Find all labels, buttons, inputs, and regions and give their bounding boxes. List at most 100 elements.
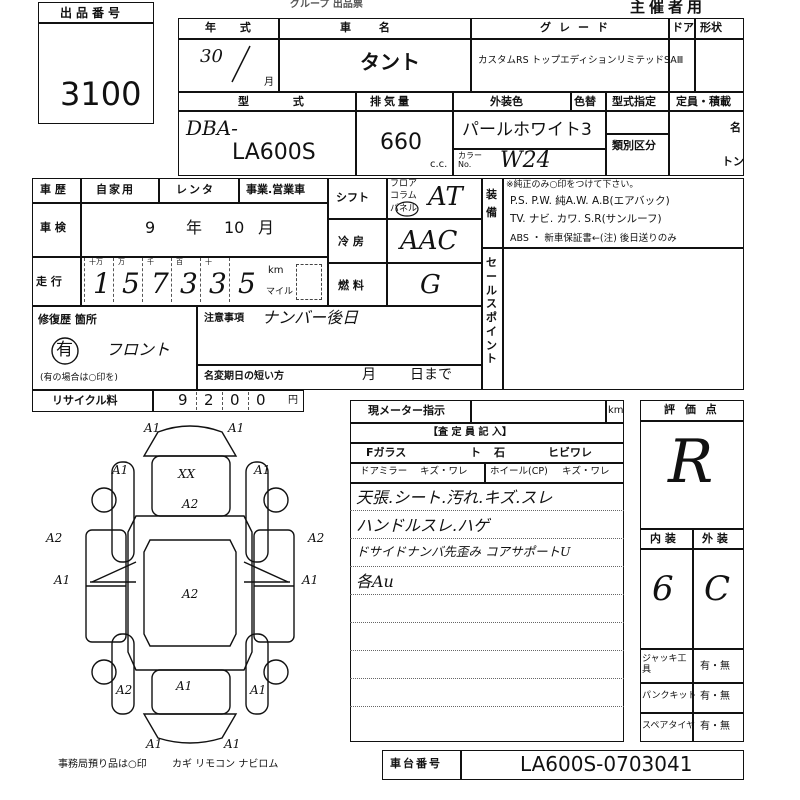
inspector-rule bbox=[350, 622, 624, 623]
mileage-place-label: 百 bbox=[176, 258, 183, 266]
inspector-header: 【査 定 員 記 入】 bbox=[428, 427, 512, 438]
model-label: 型 式 bbox=[238, 95, 324, 108]
damage-mark: A1 bbox=[175, 679, 192, 693]
history-private: 自家用 bbox=[96, 183, 135, 196]
inspection-month: 10 bbox=[224, 218, 245, 237]
roof-outline bbox=[143, 539, 237, 647]
mileage-digit: 7 bbox=[151, 267, 169, 300]
exterior-color-label: 外装色 bbox=[490, 95, 523, 108]
recycle-digit: 2 bbox=[204, 391, 214, 409]
equipment-block bbox=[482, 178, 744, 248]
shape-label: 形状 bbox=[700, 21, 722, 34]
shift-panel-circle bbox=[395, 201, 419, 217]
color-no-value: W24 bbox=[500, 148, 551, 173]
mileage-place-label: 十万 bbox=[89, 258, 103, 266]
damage-mark: A1 bbox=[145, 737, 162, 751]
puncture-kit-options: 有・無 bbox=[700, 691, 730, 702]
equipment-label: 装備 bbox=[486, 188, 497, 219]
recycle-digit-separator bbox=[248, 392, 249, 410]
caution-value: ナンバー後日 bbox=[262, 308, 359, 327]
lot-number-label: 出品番号 bbox=[60, 6, 125, 20]
vehicle-row-1 bbox=[178, 18, 744, 92]
fglass-label: Fガラス bbox=[366, 446, 407, 459]
repair-block bbox=[32, 306, 482, 390]
interior-label: 内 装 bbox=[650, 532, 676, 545]
damage-mark: A1 bbox=[223, 737, 240, 751]
vehicle-row-2 bbox=[178, 92, 744, 176]
puncture-kit-label: パンクキット bbox=[642, 691, 697, 701]
right-front-fender bbox=[245, 461, 269, 563]
shift-floor: フロア bbox=[390, 179, 418, 189]
left-front-wheel bbox=[91, 487, 117, 513]
lot-number-value: 3100 bbox=[60, 75, 142, 113]
left-rear-fender bbox=[111, 633, 135, 715]
damage-mark: A2 bbox=[181, 497, 198, 511]
mileage-digit: 3 bbox=[180, 267, 198, 300]
inspector-block bbox=[350, 400, 624, 742]
inspector-rule bbox=[350, 510, 624, 511]
inspector-note: 天張.シート.汚れ.キズ.スレ bbox=[356, 488, 553, 507]
recycle-digit: 0 bbox=[230, 391, 240, 409]
jack-options: 有・無 bbox=[700, 661, 730, 672]
organizer-use-label: 主催者用 bbox=[630, 0, 707, 16]
history-block bbox=[32, 178, 328, 306]
damage-mark: A1 bbox=[249, 683, 266, 697]
inspector-rule bbox=[350, 538, 624, 539]
mileage-place-label: 十 bbox=[205, 258, 212, 266]
fuel-label: 燃 料 bbox=[338, 279, 364, 292]
repair-detail: フロント bbox=[106, 340, 171, 359]
repair-note: (有の場合は○印を) bbox=[40, 373, 118, 383]
ac-label: 冷 房 bbox=[338, 235, 364, 248]
damage-mark: A2 bbox=[307, 531, 324, 545]
recycle-unit: 円 bbox=[288, 395, 298, 406]
mileage-digit: 1 bbox=[93, 267, 111, 300]
jack-label: ジャッキ工具 bbox=[642, 654, 687, 675]
damage-mark: A1 bbox=[301, 573, 318, 587]
interior-value: 6 bbox=[652, 569, 674, 609]
load-unit: トン bbox=[722, 155, 744, 168]
equipment-line-1: P.S. P.W. 純A.W. A.B(エアバック) bbox=[510, 195, 670, 207]
chassis-label: 車台番号 bbox=[390, 757, 442, 770]
type-designation-label: 型式指定 bbox=[612, 95, 656, 108]
recycle-digit-separator bbox=[196, 392, 197, 410]
damage-mark: A2 bbox=[45, 531, 62, 545]
shift-panel: パネル bbox=[390, 204, 418, 214]
name-change-month: 月 bbox=[362, 367, 376, 383]
exterior-label: 外 装 bbox=[702, 532, 728, 545]
mileage-unit-km: km bbox=[268, 265, 284, 276]
mileage-digit-cell: 5 bbox=[229, 258, 258, 302]
body-outline bbox=[127, 515, 253, 671]
equipment-note: ※純正のみ○印をつけて下さい。 bbox=[506, 180, 639, 190]
color-no-label: カラーNo. bbox=[458, 151, 482, 169]
history-commercial: 事業.営業車 bbox=[246, 183, 306, 196]
category-label: 類別区分 bbox=[612, 139, 656, 152]
fglass-opt-1: ト bbox=[470, 446, 481, 459]
model-prefix: DBA- bbox=[186, 116, 238, 140]
mileage-digit: 5 bbox=[238, 267, 256, 300]
front-bumper-outline bbox=[142, 425, 238, 457]
inspector-note: ハンドルスレ.ハゲ bbox=[356, 516, 490, 535]
damage-mark: A1 bbox=[253, 463, 270, 477]
inspector-note: ドサイドナンバ先歪み コアサポートU bbox=[356, 544, 571, 559]
damage-mark: XX bbox=[177, 467, 196, 481]
recycle-digit: 0 bbox=[256, 391, 266, 409]
capacity-label: 定員・積載 bbox=[676, 95, 731, 108]
fuel-value: G bbox=[420, 270, 441, 300]
fglass-opt-2: 石 bbox=[494, 446, 505, 459]
wheel-label: ホイール(CP) bbox=[490, 466, 548, 477]
damage-mark: A1 bbox=[111, 463, 128, 477]
repair-circle bbox=[51, 337, 79, 365]
mileage-place-label: 千 bbox=[147, 258, 154, 266]
capacity-unit: 名 bbox=[730, 121, 741, 134]
inspection-label: 車 検 bbox=[40, 221, 66, 234]
sales-point-label: セールスポイント bbox=[486, 256, 497, 366]
name-change-label: 名変期日の短い方 bbox=[204, 371, 284, 382]
inspection-year-unit: 年 bbox=[186, 218, 203, 237]
damage-mark: A1 bbox=[53, 573, 70, 587]
inspection-year: 9 bbox=[145, 218, 156, 237]
grade-label: グレード bbox=[540, 21, 616, 34]
